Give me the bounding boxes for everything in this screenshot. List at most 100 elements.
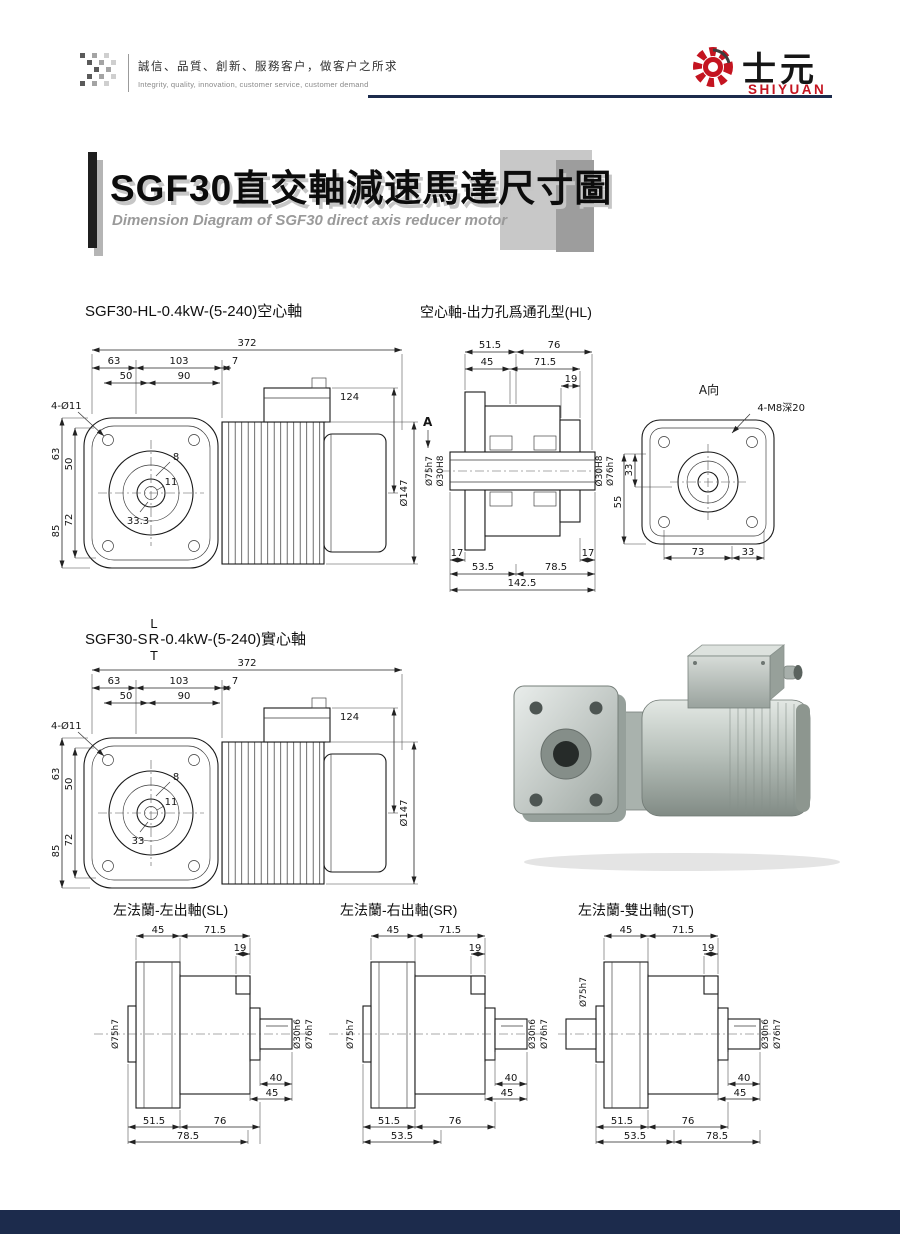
dim-label: 45 [620, 925, 633, 936]
drawing-hl-a-view: A向 4-M8深20 55 33 73 33 [613, 382, 805, 561]
dim-label: 11 [165, 477, 178, 488]
dim-label: 76 [449, 1116, 462, 1127]
dim-label: 45 [501, 1088, 514, 1099]
dimension-labels: 372 63 103 7 50 90 4-Ø11 63 50 85 72 8 1… [51, 338, 410, 537]
drawing-st: 45 71.5 19 Ø75h7 Ø30h6 Ø76h7 40 45 51.5 … [558, 925, 783, 1145]
dimension-labels: 45 71.5 19 Ø75h7 Ø30h6 Ø76h7 40 45 51.5 … [345, 925, 550, 1142]
dim-label: 45 [152, 925, 165, 936]
diameter-label: Ø147 [398, 480, 410, 507]
dim-label: 372 [237, 338, 256, 349]
dim-label: 53.5 [391, 1131, 413, 1142]
dim-label: 76 [214, 1116, 227, 1127]
dim-label: 40 [505, 1073, 518, 1084]
hole-callout: 4-Ø11 [51, 400, 82, 412]
dim-label: 50 [120, 371, 133, 382]
brand-name-zh: 士元 [742, 51, 818, 89]
header-rule [368, 95, 832, 98]
company-motto-en: Integrity, quality, innovation, customer… [138, 80, 369, 89]
dim-label: 72 [64, 514, 75, 527]
dim-label: 72 [64, 834, 75, 847]
shaft-bore [553, 741, 579, 767]
dim-label: 78.5 [706, 1131, 728, 1142]
dim-label: 90 [178, 371, 191, 382]
dim-label: 50 [64, 458, 75, 471]
dimension-labels: 51.5 76 45 71.5 19 A Ø75h7 Ø30H8 Ø30H8 Ø… [423, 340, 616, 589]
diameter-label: Ø76h7 [772, 1019, 783, 1049]
motor-fins [729, 702, 795, 814]
diameter-label: Ø30H8 [594, 455, 605, 486]
page-title: SGF30直交軸減速馬達尺寸圖 [110, 168, 613, 209]
outline [558, 961, 774, 1109]
dim-label: 124 [340, 712, 359, 723]
dim-label: 53.5 [472, 562, 494, 573]
diameter-label: Ø76h7 [605, 456, 616, 486]
dim-label: 71.5 [204, 925, 226, 936]
dimension-lines [425, 349, 596, 593]
dim-label: 45 [481, 357, 494, 368]
dim-label: 45 [387, 925, 400, 936]
outline [83, 377, 387, 569]
dimension-lines [621, 413, 765, 561]
dimension-labels: A向 4-M8深20 55 33 73 33 [613, 382, 805, 558]
section2-label-post: -0.4kW-(5-240)實心軸 [160, 631, 306, 648]
section1-label-left: SGF30-HL-0.4kW-(5-240)空心軸 [85, 303, 303, 320]
dim-label: 85 [51, 845, 62, 858]
dimension-lines [59, 667, 418, 889]
diameter-label: Ø75h7 [424, 456, 435, 486]
dim-label: 55 [613, 496, 624, 509]
diameter-label: Ø76h7 [304, 1019, 315, 1049]
company-motto-zh: 誠信、品質、創新、服務客户，做客户之所求 [138, 61, 398, 73]
dim-label: 33.3 [127, 516, 149, 527]
dim-label: 19 [234, 943, 247, 954]
dim-label: 19 [469, 943, 482, 954]
dim-label: 17 [451, 548, 464, 559]
dim-label: 40 [738, 1073, 751, 1084]
diameter-label: Ø30h6 [292, 1019, 303, 1049]
outline [329, 961, 541, 1109]
drawing-sl: 45 71.5 19 Ø75h7 Ø30h6 Ø76h7 40 45 51.5 … [94, 925, 315, 1145]
dim-label: 73 [692, 547, 705, 558]
outline [94, 961, 306, 1109]
terminal-box-top [686, 644, 786, 657]
dim-label: 103 [169, 356, 188, 367]
dim-label: 33 [132, 836, 145, 847]
brand-gear-icon [693, 47, 733, 87]
dimension-lines [59, 347, 418, 569]
terminal-box-front [687, 655, 771, 709]
dimension-lines [595, 933, 761, 1145]
section2-option-bottom: T [149, 648, 158, 663]
footer-bar [0, 1210, 900, 1234]
title-bar [88, 152, 97, 248]
dim-label: 63 [108, 676, 121, 687]
dim-label: 51.5 [143, 1116, 165, 1127]
section2-label-pre: SGF30-S [85, 631, 148, 648]
dim-label: 50 [120, 691, 133, 702]
section3-label-sl: 左法蘭-左出軸(SL) [113, 902, 229, 918]
motor-3d [513, 644, 811, 822]
dim-label: 53.5 [624, 1131, 646, 1142]
dim-label: 33 [742, 547, 755, 558]
outline [424, 391, 611, 551]
dim-label: 45 [266, 1088, 279, 1099]
dim-label: 33 [624, 464, 635, 477]
diameter-label: Ø76h7 [539, 1019, 550, 1049]
dim-label: 40 [270, 1073, 283, 1084]
dim-label: 8 [173, 772, 179, 783]
diameter-label: Ø75h7 [578, 977, 589, 1007]
dim-label: 85 [51, 525, 62, 538]
diameter-label: Ø30h6 [760, 1019, 771, 1049]
page-subtitle: Dimension Diagram of SGF30 direct axis r… [112, 212, 508, 229]
dim-label: 17 [582, 548, 595, 559]
dimension-labels: 45 71.5 19 Ø75h7 Ø30h6 Ø76h7 40 45 51.5 … [110, 925, 315, 1142]
section3-label-st: 左法蘭-雙出軸(ST) [578, 902, 694, 918]
dim-label: 51.5 [479, 340, 501, 351]
dim-label: 8 [173, 452, 179, 463]
dim-label: 63 [51, 768, 62, 781]
dim-label: 11 [165, 797, 178, 808]
drawing-sr: 45 71.5 19 Ø75h7 Ø30h6 Ø76h7 40 45 51.5 … [329, 925, 550, 1145]
dim-label: 90 [178, 691, 191, 702]
decorative-dots-logo [80, 53, 116, 86]
